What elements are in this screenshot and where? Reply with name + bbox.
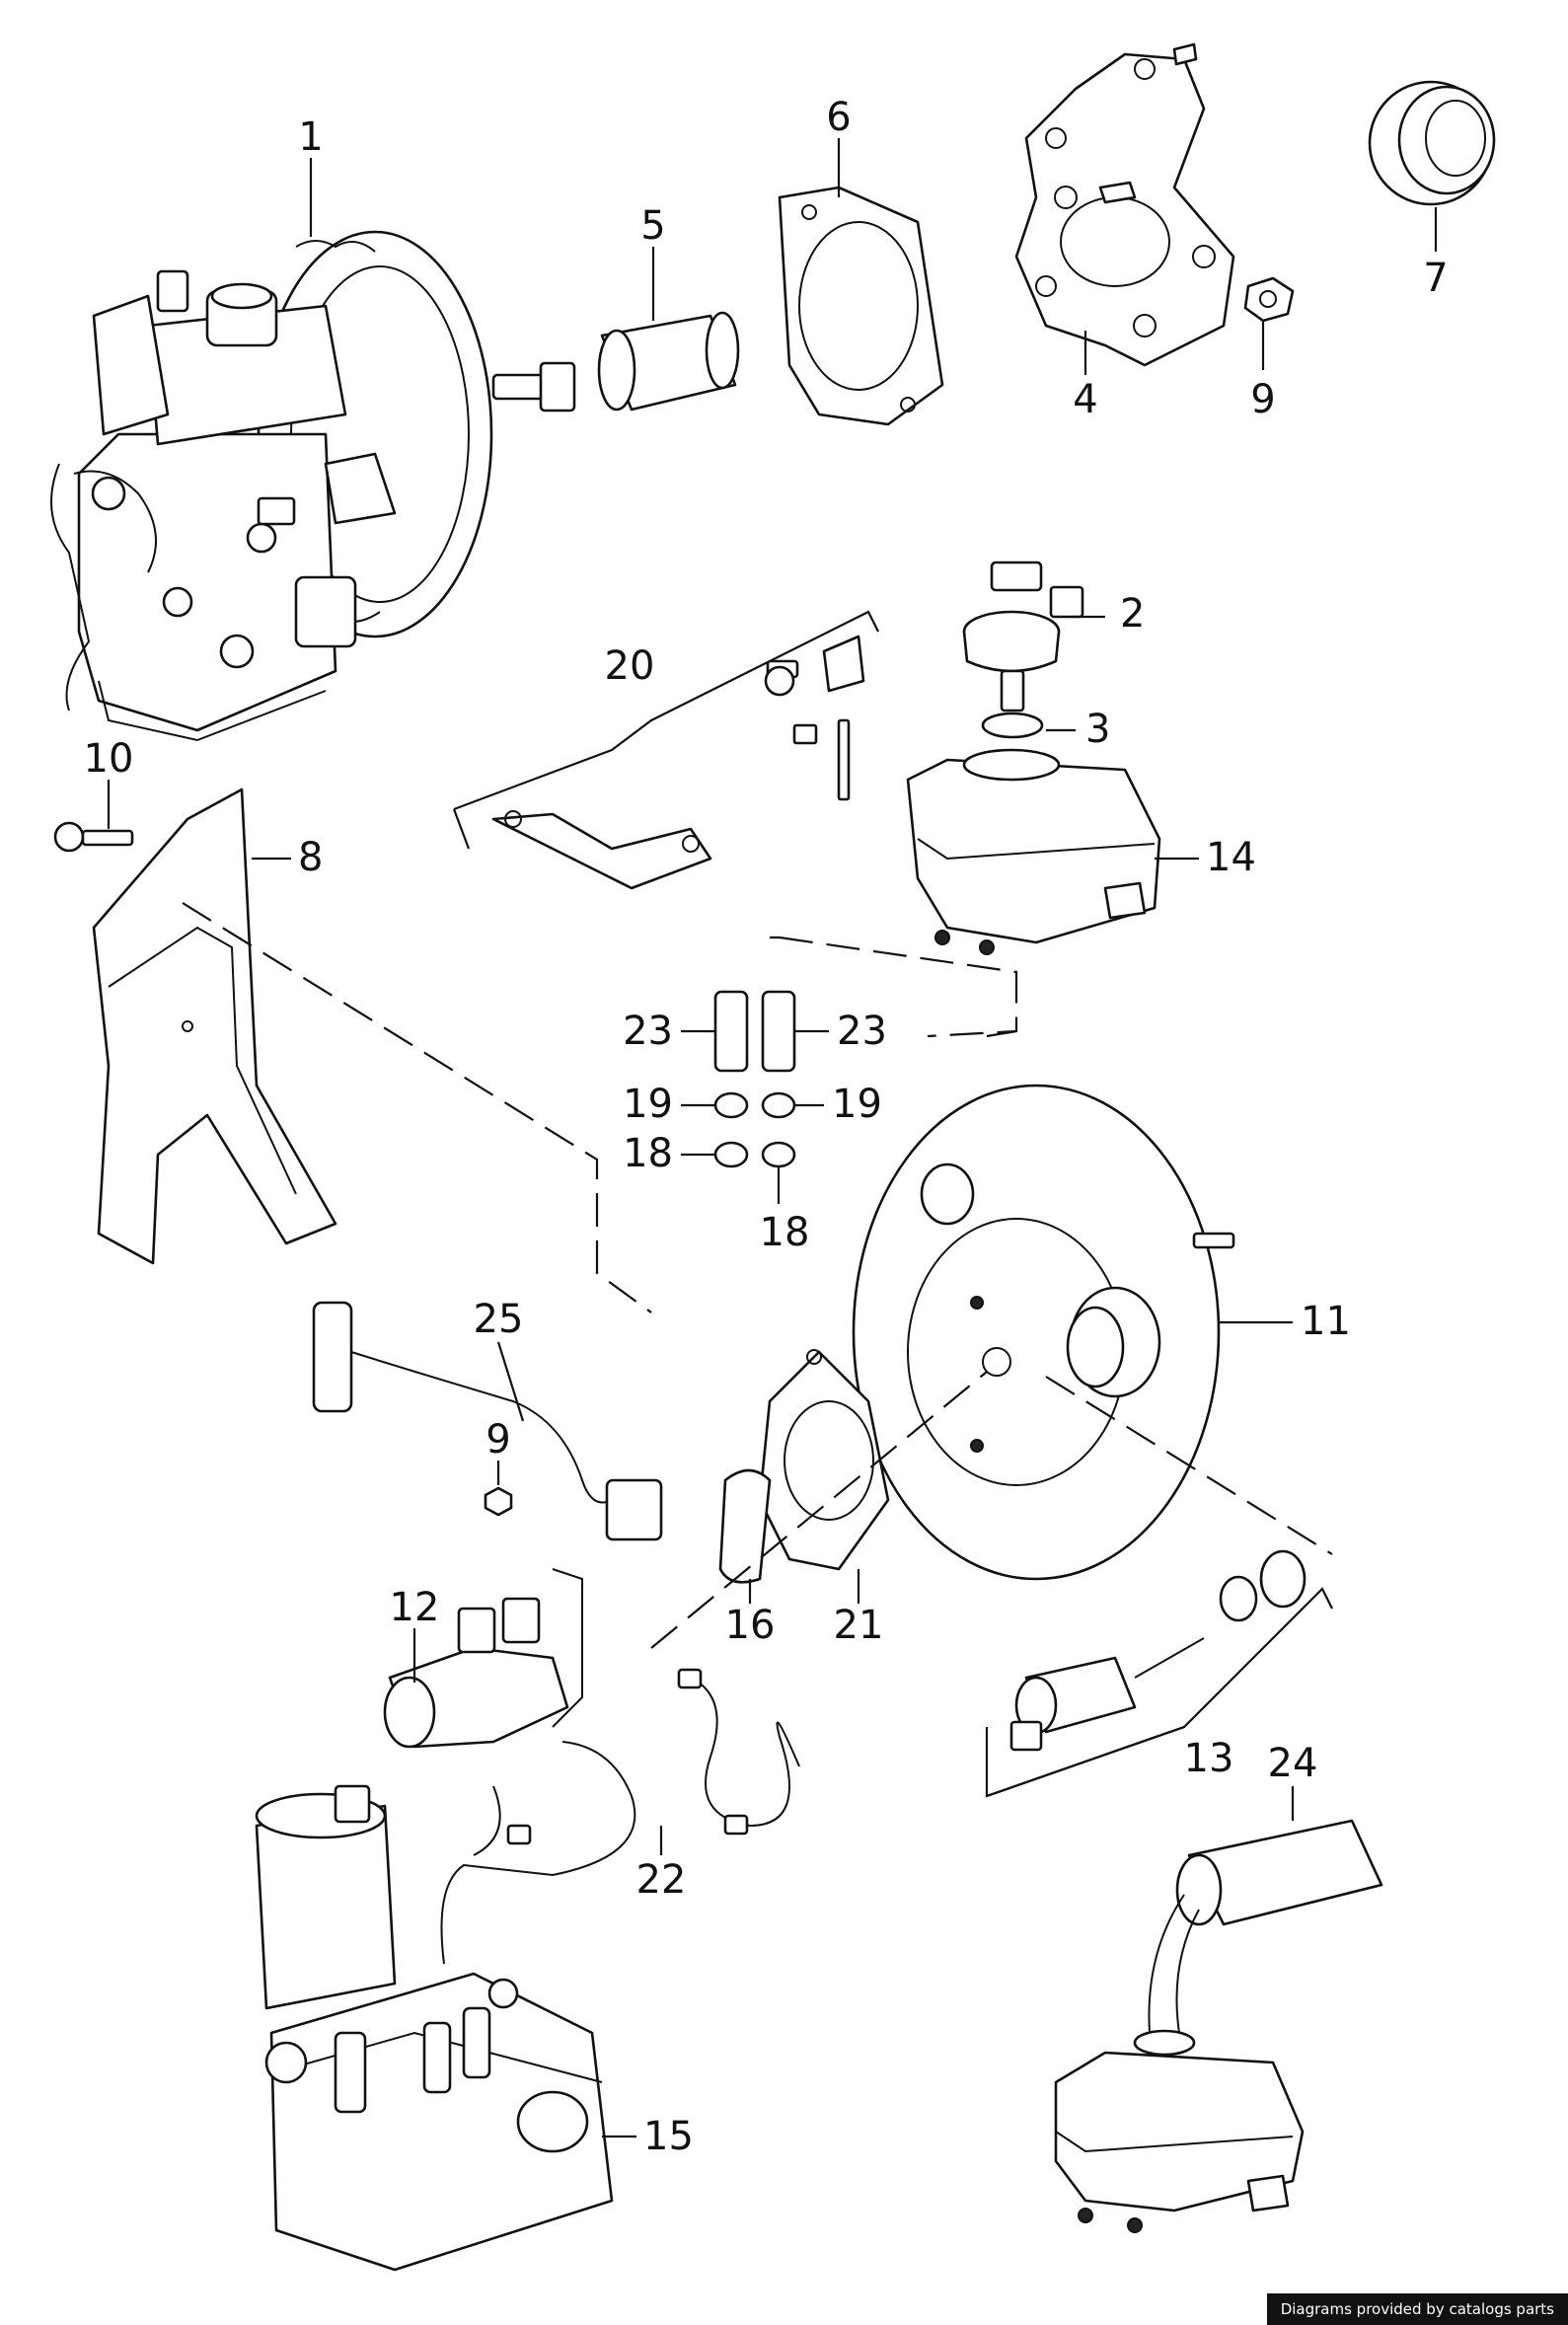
callout-6: 6: [826, 95, 851, 140]
bracket-13-lower: [986, 1725, 1185, 1798]
part-4-mounting-bracket: [1014, 42, 1235, 367]
callout-12: 12: [390, 1585, 440, 1630]
callout-19-left: 19: [623, 1082, 673, 1127]
part-16-ring: [718, 1468, 772, 1584]
part-24-reservoir-bottle: [1054, 1819, 1383, 2233]
callout-13: 13: [1184, 1736, 1234, 1781]
part-25-wiring-harness: [312, 1301, 663, 1541]
part-9-nut-upper: [1243, 276, 1295, 323]
callout-7: 7: [1423, 256, 1448, 301]
part-11-brake-booster: [852, 1084, 1235, 1581]
part-9-nut-lower: [484, 1486, 513, 1517]
part-6-gasket: [778, 186, 944, 426]
callout-10: 10: [84, 736, 134, 782]
diagram-credit: Diagrams provided by catalogs parts: [1266, 2293, 1568, 2325]
callout-3: 3: [1085, 707, 1110, 752]
part-2-cap-sensor: [962, 561, 1084, 673]
callout-22: 22: [636, 1857, 687, 1903]
callout-25: 25: [474, 1297, 524, 1342]
callout-18-left: 18: [623, 1131, 673, 1176]
callout-9-upper: 9: [1250, 377, 1275, 422]
callout-9-lower: 9: [485, 1417, 510, 1462]
callout-5: 5: [640, 203, 665, 249]
leader-25: [496, 1341, 525, 1422]
part-10-bolt: [53, 821, 134, 853]
callout-23-left: 23: [623, 1009, 673, 1054]
bracket-14: [986, 1029, 1017, 1038]
parts-23-19-18-valves: [713, 990, 796, 1168]
part-14-fluid-reservoir: [906, 748, 1161, 955]
part-8-heat-shield: [92, 788, 337, 1265]
callout-23-right: 23: [837, 1009, 887, 1054]
part-1-abs-booster-assembly: [50, 230, 576, 742]
callout-4: 4: [1073, 377, 1097, 422]
callout-11: 11: [1301, 1299, 1351, 1344]
callout-20: 20: [605, 643, 655, 689]
part-22-brake-lines: [440, 1668, 800, 1965]
callout-21: 21: [834, 1603, 884, 1648]
callout-14: 14: [1206, 835, 1256, 880]
part-5-filter: [597, 311, 740, 412]
callout-24: 24: [1268, 1741, 1318, 1786]
part-20-bracket-kit: [452, 610, 879, 890]
callout-18-right: 18: [760, 1210, 810, 1255]
callout-15: 15: [643, 2114, 694, 2159]
part-12-regulator: [383, 1568, 583, 1749]
callout-8: 8: [298, 835, 323, 880]
part-3-filter-strainer: [981, 669, 1044, 739]
part-7-seal-ring: [1368, 80, 1496, 206]
callout-2: 2: [1120, 591, 1145, 637]
callout-1: 1: [298, 114, 323, 160]
callout-19-right: 19: [832, 1082, 882, 1127]
part-13-sensor: [1009, 1549, 1307, 1752]
part-15-hydraulic-pump-unit: [255, 1784, 614, 2272]
callout-16: 16: [725, 1603, 776, 1648]
